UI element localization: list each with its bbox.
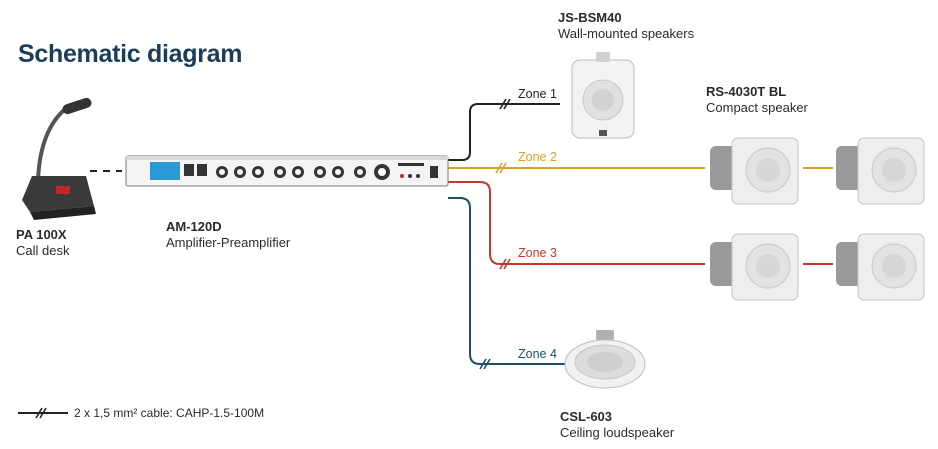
zone4-cable <box>448 197 565 365</box>
zone1-cable-mark <box>499 98 511 110</box>
call-desk-name: PA 100X <box>16 227 67 242</box>
page-title: Schematic diagram <box>18 40 243 68</box>
legend-cable-icon <box>18 407 68 419</box>
ceiling-speaker-name: CSL-603 <box>560 409 613 424</box>
ceiling-speaker-label: CSL-603 Ceiling loudspeaker <box>560 409 674 441</box>
zone1-cable <box>448 103 560 161</box>
amplifier-label: AM-120D Amplifier-Preamplifier <box>166 219 290 251</box>
zone3-cable <box>448 181 705 265</box>
legend-text: 2 x 1,5 mm² cable: CAHP-1.5-100M <box>74 406 265 420</box>
compact-speaker-label: RS-4030T BL Compact speaker <box>706 84 808 116</box>
amplifier-name: AM-120D <box>166 219 222 234</box>
ceiling-speaker-device <box>564 330 646 389</box>
amplifier-device <box>125 155 449 187</box>
wall-speaker-name: JS-BSM40 <box>558 10 622 25</box>
compact-speaker-4 <box>836 233 925 301</box>
call-desk-label: PA 100X Call desk <box>16 227 69 259</box>
amplifier-display <box>150 162 180 180</box>
zone4-label: Zone 4 <box>518 347 557 361</box>
zone2-cable-mark <box>495 162 507 174</box>
zone2-label: Zone 2 <box>518 150 557 164</box>
compact-speaker-desc: Compact speaker <box>706 100 808 115</box>
amplifier-desc: Amplifier-Preamplifier <box>166 235 291 250</box>
zone3-cable-mark <box>499 258 511 270</box>
ceiling-speaker-desc: Ceiling loudspeaker <box>560 425 675 440</box>
call-desk-device <box>22 97 96 220</box>
compact-speaker-1 <box>710 137 799 205</box>
compact-speaker-2 <box>836 137 925 205</box>
zone1-label: Zone 1 <box>518 87 557 101</box>
wall-speaker-device <box>571 52 635 139</box>
compact-speaker-3 <box>710 233 799 301</box>
zone4-cable-mark <box>479 358 491 370</box>
zone3-label: Zone 3 <box>518 246 557 260</box>
wall-speaker-label: JS-BSM40 Wall-mounted speakers <box>558 10 694 42</box>
compact-speaker-name: RS-4030T BL <box>706 84 787 99</box>
call-desk-desc: Call desk <box>16 243 70 258</box>
wall-speaker-desc: Wall-mounted speakers <box>558 26 695 41</box>
